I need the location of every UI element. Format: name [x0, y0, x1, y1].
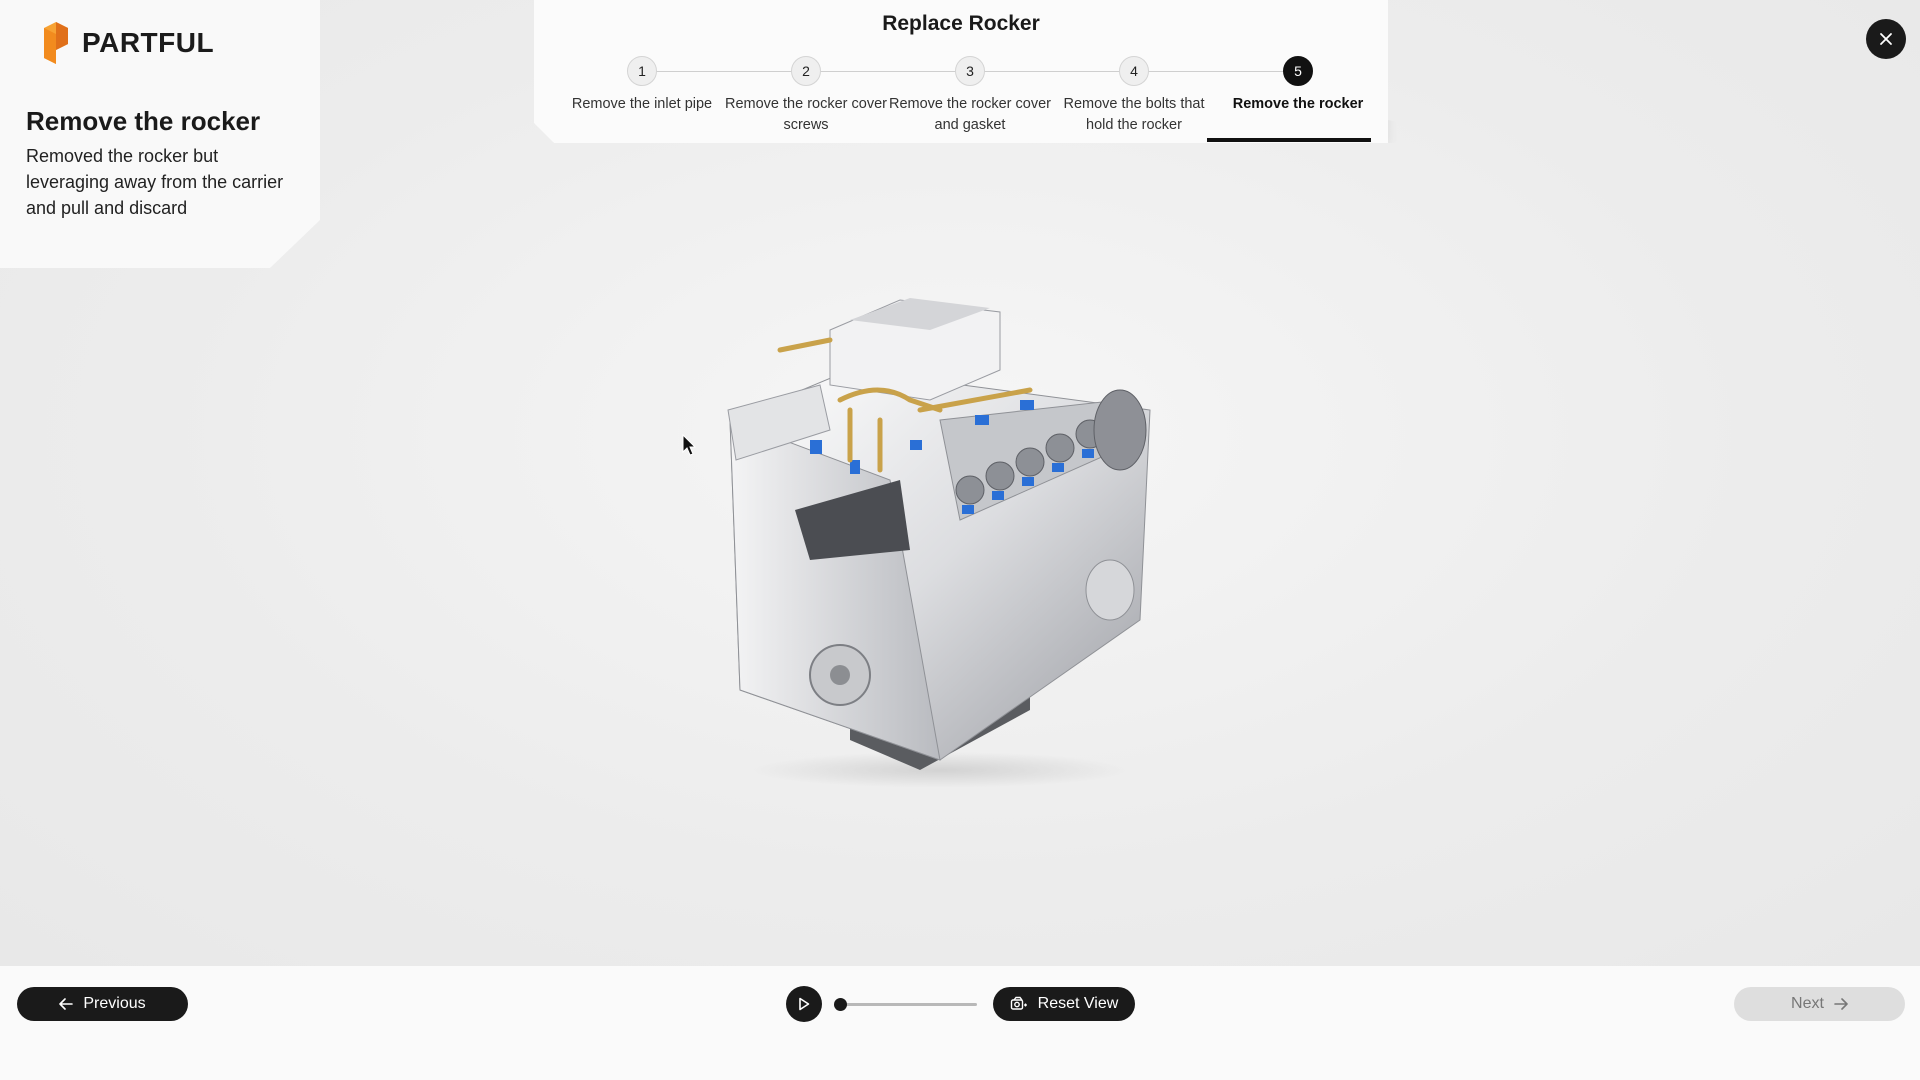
mouse-cursor-icon: [682, 434, 697, 456]
step-label: Remove the rocker cover screws: [725, 96, 887, 133]
step-label: Remove the rocker cover and gasket: [889, 96, 1051, 133]
reset-view-icon: [1010, 996, 1027, 1010]
partful-logo-icon: [44, 22, 68, 64]
next-label: Next: [1791, 995, 1824, 1012]
step-1[interactable]: 1 Remove the inlet pipe: [560, 56, 724, 115]
close-button[interactable]: [1866, 19, 1906, 59]
reset-view-label: Reset View: [1037, 995, 1119, 1012]
step-4[interactable]: 4 Remove the bolts that hold the rocker: [1052, 56, 1216, 136]
engine-3d-model[interactable]: [700, 290, 1180, 790]
step-2[interactable]: 2 Remove the rocker cover screws: [724, 56, 888, 136]
next-button[interactable]: Next: [1734, 987, 1905, 1021]
step-number: 2: [791, 56, 821, 86]
previous-label: Previous: [83, 995, 146, 1012]
procedure-stepper: Replace Rocker 1 Remove the inlet pipe 2…: [534, 0, 1388, 143]
step-5[interactable]: 5 Remove the rocker: [1216, 56, 1380, 115]
slider-thumb[interactable]: [834, 998, 847, 1011]
play-button[interactable]: [786, 986, 822, 1022]
procedure-title: Replace Rocker: [882, 12, 1040, 35]
play-icon: [799, 997, 810, 1011]
step-title: Remove the rocker: [26, 106, 261, 136]
previous-button[interactable]: Previous: [17, 987, 188, 1021]
step-number: 5: [1283, 56, 1313, 86]
step-3[interactable]: 3 Remove the rocker cover and gasket: [888, 56, 1052, 136]
arrow-left-icon: [59, 998, 74, 1010]
reset-view-button[interactable]: Reset View: [993, 987, 1135, 1021]
active-step-indicator: [1207, 138, 1371, 142]
step-label: Remove the inlet pipe: [571, 96, 713, 112]
step-number: 1: [627, 56, 657, 86]
step-label: Remove the rocker: [1232, 96, 1364, 112]
step-number: 3: [955, 56, 985, 86]
brand: PARTFUL: [42, 22, 214, 64]
slider-track: [840, 1003, 977, 1006]
step-number: 4: [1119, 56, 1149, 86]
playback-bar: [0, 966, 1920, 1080]
step-info-panel: PARTFUL Remove the rocker Removed the ro…: [0, 0, 320, 268]
step-description: Removed the rocker but leveraging away f…: [26, 146, 284, 218]
close-icon: [1880, 33, 1892, 45]
brand-name: PARTFUL: [82, 27, 215, 58]
arrow-right-icon: [1834, 998, 1848, 1010]
step-label: Remove the bolts that hold the rocker: [1063, 96, 1205, 133]
animation-progress-slider[interactable]: [834, 997, 977, 1011]
